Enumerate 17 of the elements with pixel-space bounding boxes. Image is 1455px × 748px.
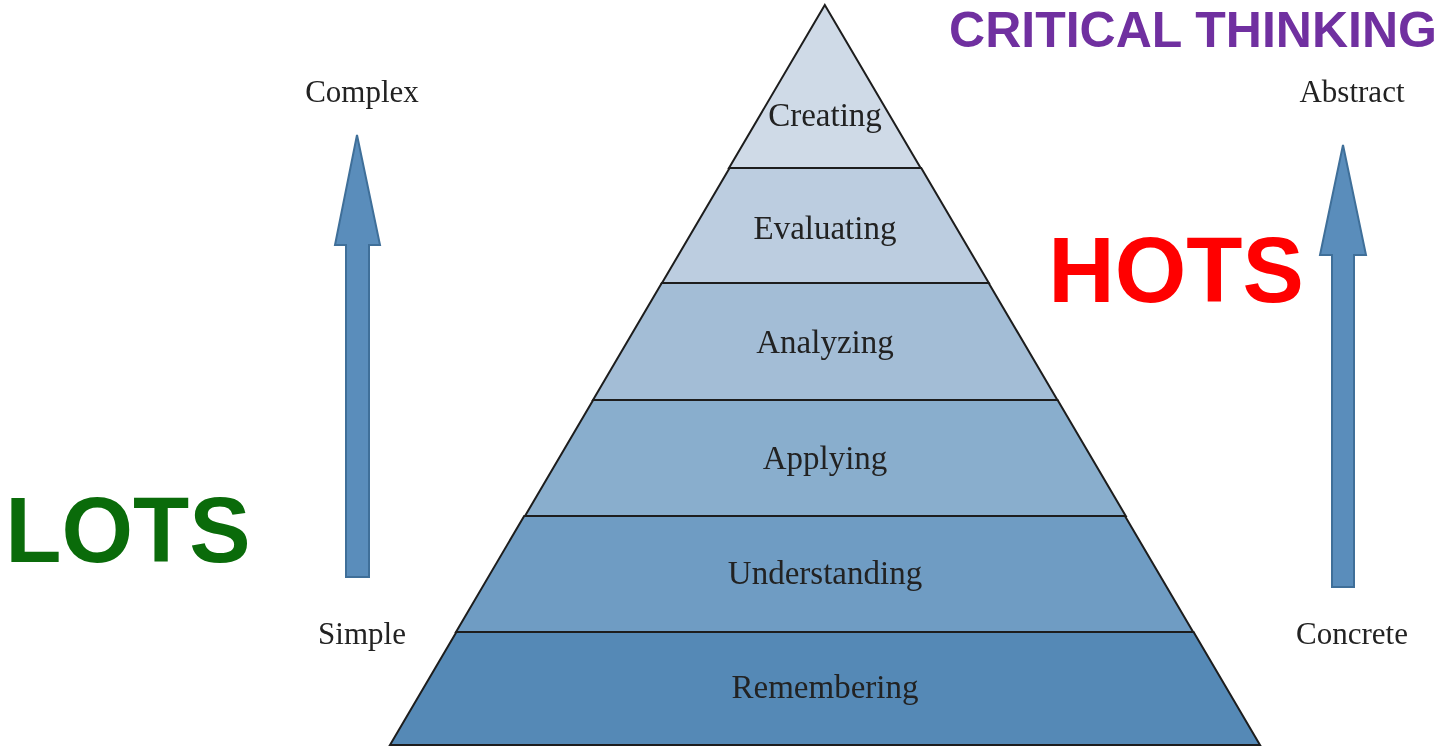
pyramid-level bbox=[456, 516, 1194, 632]
scale-label: Abstract bbox=[1299, 74, 1405, 110]
level-label: Remembering bbox=[731, 668, 919, 706]
category-label: HOTS bbox=[1048, 217, 1304, 323]
pyramid-level bbox=[524, 400, 1126, 516]
pyramid-level bbox=[661, 168, 989, 283]
level-label: Creating bbox=[768, 96, 882, 134]
category-label: LOTS bbox=[5, 477, 251, 583]
pyramid-apex bbox=[729, 5, 921, 168]
heading: CRITICAL THINKING bbox=[949, 1, 1437, 59]
scale-label: Concrete bbox=[1296, 616, 1408, 652]
level-label: Evaluating bbox=[753, 209, 897, 247]
level-label: Understanding bbox=[727, 554, 923, 592]
scale-label: Simple bbox=[318, 616, 406, 652]
scale-label: Complex bbox=[305, 74, 419, 110]
level-label: Applying bbox=[762, 439, 888, 477]
level-label: Analyzing bbox=[756, 323, 894, 361]
